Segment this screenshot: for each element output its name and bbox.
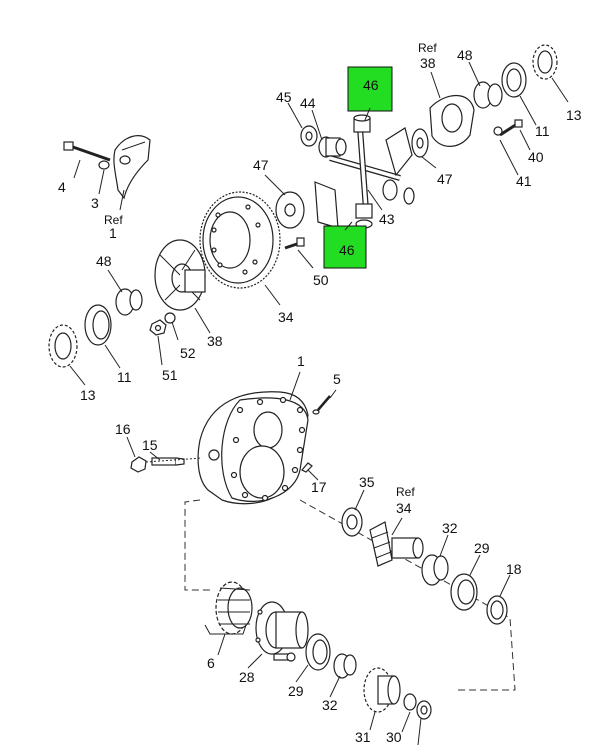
callout-51: 51: [162, 367, 178, 383]
bearing-cone-part-48-bottom: [115, 288, 143, 316]
callout-32: 32: [442, 520, 458, 536]
callout-17: 17: [311, 479, 327, 495]
callout-1-ref: Ref: [104, 213, 123, 227]
callout-46-bottom-label: 46: [339, 242, 355, 258]
callout-34-ref-label: Ref: [396, 485, 415, 499]
bearing-cage-part-6: [215, 581, 253, 635]
bolt-part-4: [63, 141, 111, 162]
case-half-part-38-top: [429, 95, 475, 147]
callout-47-right: 47: [437, 171, 453, 187]
callout-50: 50: [313, 272, 329, 288]
side-gear-part-47-right: [385, 127, 429, 177]
callout-29: 29: [474, 540, 490, 556]
bolt-part-50: [284, 237, 305, 250]
retainer-part-28: [255, 601, 309, 655]
washer-part-3: [98, 160, 110, 170]
callout-45: 45: [276, 89, 292, 105]
bearing-cup-part-29: [450, 573, 478, 611]
callout-34-ref: 34: [396, 500, 412, 516]
nut-part-16: [130, 456, 147, 473]
callout-13-top: 13: [566, 107, 582, 123]
callout-11-top: 11: [535, 123, 550, 139]
washer-part-30: [403, 693, 417, 711]
washer-part-52: [164, 312, 176, 324]
ring-gear-part-34: [199, 191, 281, 289]
callout-30: 30: [386, 729, 402, 745]
callout-43: 43: [379, 211, 395, 227]
callout-48-top: 48: [457, 47, 473, 63]
highlight-callout-46-top[interactable]: 46: [347, 66, 393, 112]
nut-part-51: [149, 319, 167, 336]
callout-13: 13: [80, 387, 96, 403]
carrier-housing-part-1: [197, 391, 309, 505]
callout-52: 52: [180, 345, 196, 361]
callout-48: 48: [96, 253, 112, 269]
bearing-cup-part-11-bottom: [84, 304, 112, 346]
callout-18: 18: [506, 561, 522, 577]
callout-32-lower: 32: [322, 697, 338, 713]
shim-part-35: [341, 507, 363, 537]
callout-28: 28: [239, 669, 255, 685]
case-half-part-38-bottom: [154, 239, 206, 311]
callout-38-top: 38: [420, 55, 436, 71]
callout-34: 34: [278, 309, 294, 325]
callout-15: 15: [142, 437, 158, 453]
callout-38: 38: [207, 333, 223, 349]
callout-3: 3: [91, 195, 99, 211]
callout-11: 11: [117, 369, 132, 385]
callout-41: 41: [516, 173, 532, 189]
helical-gear-part-31: [363, 667, 401, 713]
callout-29-lower: 29: [288, 683, 304, 699]
callout-6: 6: [207, 655, 215, 671]
spider-cross-part-43: [329, 127, 401, 211]
pinion-gear-part-46-bottom: [355, 203, 373, 229]
assembly-dashed-outline: [184, 499, 516, 691]
bolt-part-28-fastener: [273, 652, 296, 662]
bearing-cone-part-48-top: [473, 81, 503, 109]
seal-part-18: [486, 595, 508, 625]
callout-31: 31: [355, 729, 371, 745]
callout-4: 4: [58, 179, 66, 195]
drive-pinion-part-34: [369, 521, 424, 567]
callout-labels: 4 3 Ref 1 45 44 Ref 38 48 13 11 40 41 47…: [58, 41, 582, 745]
small-gear-part-43: [382, 179, 415, 205]
nut-part-30: [416, 700, 432, 720]
callout-46-top-label: 46: [363, 77, 379, 93]
pin-part-5: [312, 395, 331, 415]
cap-part-1: [113, 135, 151, 200]
callout-38-top-ref: Ref: [418, 41, 437, 55]
callout-16: 16: [115, 421, 131, 437]
callout-1: 1: [109, 225, 117, 241]
bearing-cone-part-32: [421, 554, 449, 586]
callout-40: 40: [528, 149, 544, 165]
adjusting-ring-part-13-bottom: [48, 324, 78, 368]
callout-44: 44: [300, 95, 316, 111]
callout-47-left: 47: [253, 157, 269, 173]
stud-part-15: [151, 457, 185, 466]
bearing-cone-part-32-lower: [333, 653, 357, 679]
side-gear-part-44: [318, 136, 347, 158]
callout-35: 35: [359, 474, 375, 490]
callout-5: 5: [333, 371, 341, 387]
bolt-part-40: [499, 119, 523, 137]
adjusting-ring-part-13-top: [532, 44, 558, 80]
pinion-gear-part-46-top: [353, 114, 371, 133]
bolt-part-17: [301, 462, 313, 473]
side-gear-part-47-left: [275, 181, 339, 229]
highlight-callout-46-bottom[interactable]: 46: [323, 225, 367, 269]
nut-part-41: [493, 126, 503, 136]
bearing-cup-part-29-lower: [305, 633, 331, 671]
thrust-washer-part-45: [300, 125, 318, 147]
bearing-cup-part-11-top: [501, 62, 527, 98]
callout-1-bottom: 1: [297, 353, 305, 369]
